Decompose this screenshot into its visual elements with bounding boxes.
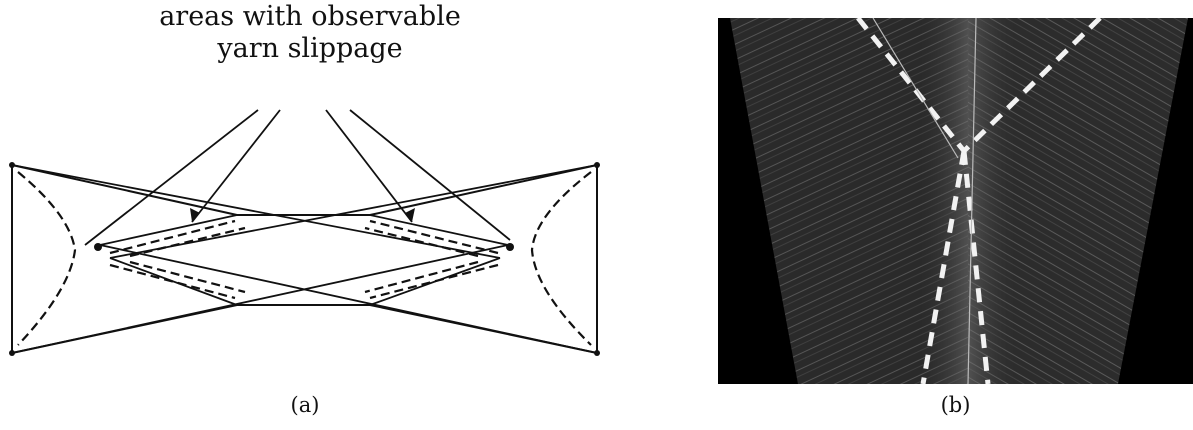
micrograph-image bbox=[718, 18, 1193, 384]
annotation-arrows bbox=[85, 110, 510, 245]
schematic-diagram: areas with observable yarn slippage bbox=[0, 0, 610, 426]
caption-b: (b) bbox=[718, 393, 1193, 417]
node-dots bbox=[9, 162, 600, 356]
outer-frame bbox=[12, 165, 597, 353]
slippage-dashed-lines bbox=[18, 172, 591, 345]
micrograph-svg bbox=[718, 18, 1193, 384]
annotation-line-2: yarn slippage bbox=[100, 34, 520, 64]
caption-a: (a) bbox=[0, 393, 610, 417]
diagonal-lines bbox=[12, 165, 597, 353]
annotation-line-1: areas with observable bbox=[100, 2, 520, 32]
